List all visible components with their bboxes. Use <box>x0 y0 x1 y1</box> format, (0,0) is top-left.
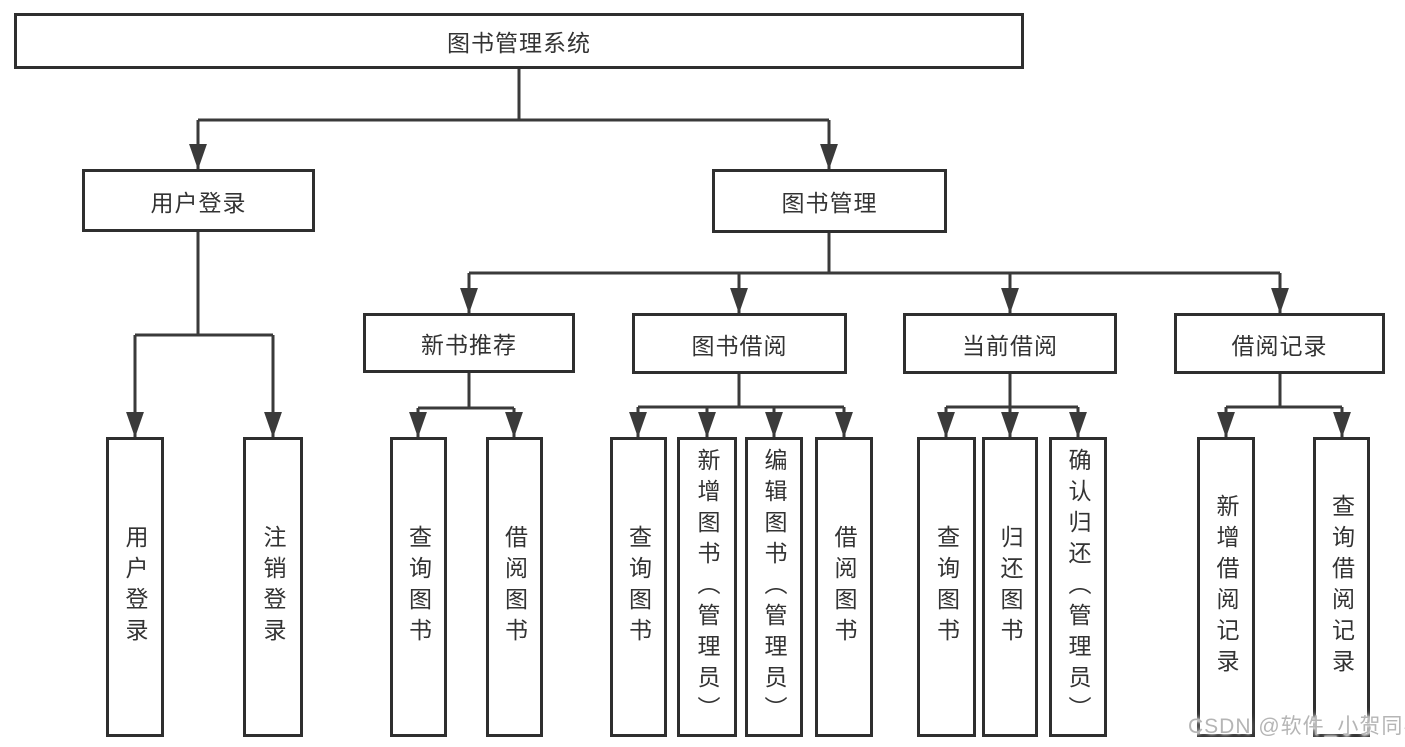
leaf-cb-confirm-return-admin: 确认归还（管理员） <box>1049 437 1107 737</box>
node-book-management: 图书管理 <box>712 169 947 233</box>
node-current-borrowing: 当前借阅 <box>903 313 1117 374</box>
node-user-login: 用户登录 <box>82 169 315 232</box>
leaf-logout-login: 注销登录 <box>243 437 303 737</box>
leaf-br-add-record: 新增借阅记录 <box>1197 437 1255 737</box>
node-book-borrowing: 图书借阅 <box>632 313 847 374</box>
node-new-book-recommendation: 新书推荐 <box>363 313 575 373</box>
leaf-bb-edit-books-admin: 编辑图书（管理员） <box>745 437 803 737</box>
leaf-bb-query-books: 查询图书 <box>610 437 667 737</box>
node-borrowing-records: 借阅记录 <box>1174 313 1385 374</box>
leaf-nbr-query-books: 查询图书 <box>390 437 447 737</box>
leaf-user-login: 用户登录 <box>106 437 164 737</box>
watermark: CSDN @软件_小贺同学 <box>1188 715 1405 738</box>
leaf-br-query-record: 查询借阅记录 <box>1313 437 1370 737</box>
leaf-bb-borrow-books: 借阅图书 <box>815 437 873 737</box>
leaf-cb-return-books: 归还图书 <box>982 437 1038 737</box>
leaf-bb-add-books-admin: 新增图书（管理员） <box>677 437 737 737</box>
root-node: 图书管理系统 <box>14 13 1024 69</box>
leaf-nbr-borrow-books: 借阅图书 <box>486 437 543 737</box>
leaf-cb-query-books: 查询图书 <box>917 437 976 737</box>
